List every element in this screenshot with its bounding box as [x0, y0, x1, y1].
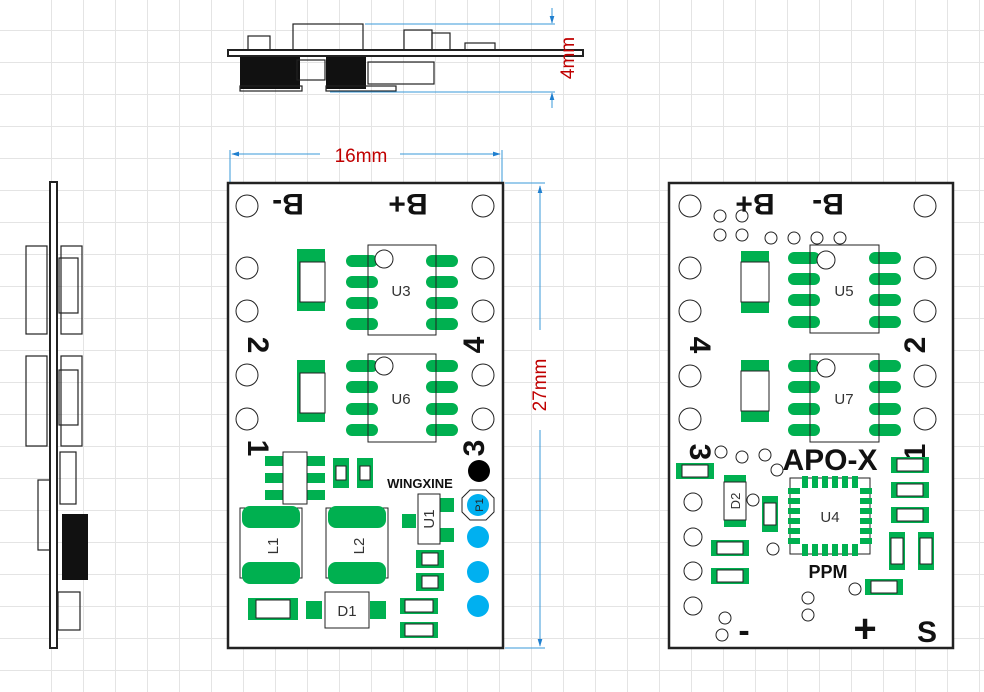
front-board: B- B+ 2 4 1 3 U3 U6 [226, 181, 505, 650]
label-2: 2 [241, 337, 274, 354]
ref-u1: U1 [421, 509, 438, 528]
chip-u1: U1 [402, 493, 454, 545]
label-b-plus: B+ [388, 187, 427, 220]
inductor-l1: L1 [239, 506, 303, 584]
ref-d2: D2 [728, 493, 743, 510]
pin-3 [467, 561, 489, 583]
thickness-label: 4mm [558, 37, 579, 79]
chip-u6: U6 [346, 353, 458, 443]
chip-u4: U4 [788, 476, 872, 556]
back-label-2: 2 [899, 337, 932, 354]
chip-u7: U7 [788, 353, 901, 443]
label-signal: S [917, 616, 937, 649]
ppm-label: PPM [808, 562, 847, 582]
label-4: 4 [458, 336, 491, 353]
dimension-height: 27mm [505, 182, 551, 649]
chip-u3: U3 [346, 244, 458, 336]
side-view-top [227, 23, 584, 92]
height-label: 27mm [530, 359, 551, 412]
ref-u6: U6 [391, 391, 410, 408]
dimension-width: 16mm [229, 146, 503, 182]
diode-d1: D1 [306, 591, 386, 629]
width-label: 16mm [335, 146, 388, 167]
pin-p1 [467, 494, 489, 516]
ref-u5: U5 [834, 283, 853, 300]
pin-2 [467, 526, 489, 548]
ref-l2: L2 [351, 538, 368, 555]
pin-3-dot [468, 460, 490, 482]
label-b-minus: B- [272, 187, 304, 220]
label-1: 1 [241, 440, 274, 457]
pin-4 [467, 595, 489, 617]
front-shunt-1 [297, 249, 326, 311]
ref-d1: D1 [337, 603, 356, 620]
label-minus: - [738, 612, 749, 650]
ref-p1: P1 [474, 498, 486, 511]
chip-small-sot [265, 451, 325, 505]
ref-l1: L1 [265, 538, 282, 555]
ref-u7: U7 [834, 391, 853, 408]
ref-u4: U4 [820, 509, 839, 526]
back-label-b-minus: B- [812, 187, 844, 220]
back-label-1: 1 [899, 444, 932, 461]
label-plus: + [853, 607, 876, 651]
dimension-thickness: 4mm [330, 8, 579, 108]
back-label-3: 3 [683, 444, 716, 461]
back-label-4: 4 [683, 337, 716, 354]
brand-label: WINGXINE [387, 476, 453, 491]
chip-u5: U5 [788, 244, 901, 334]
back-label-b-plus: B+ [735, 187, 774, 220]
label-3: 3 [458, 440, 491, 457]
diode-d2: D2 [723, 475, 747, 527]
back-board: B+ B- 4 2 3 1 U5 U7 APO-X [667, 181, 955, 651]
ref-u3: U3 [391, 283, 410, 300]
side-view-left [25, 181, 88, 649]
board-title: APO-X [782, 444, 877, 477]
front-shunt-2 [297, 360, 326, 422]
inductor-l2: L2 [325, 506, 389, 584]
